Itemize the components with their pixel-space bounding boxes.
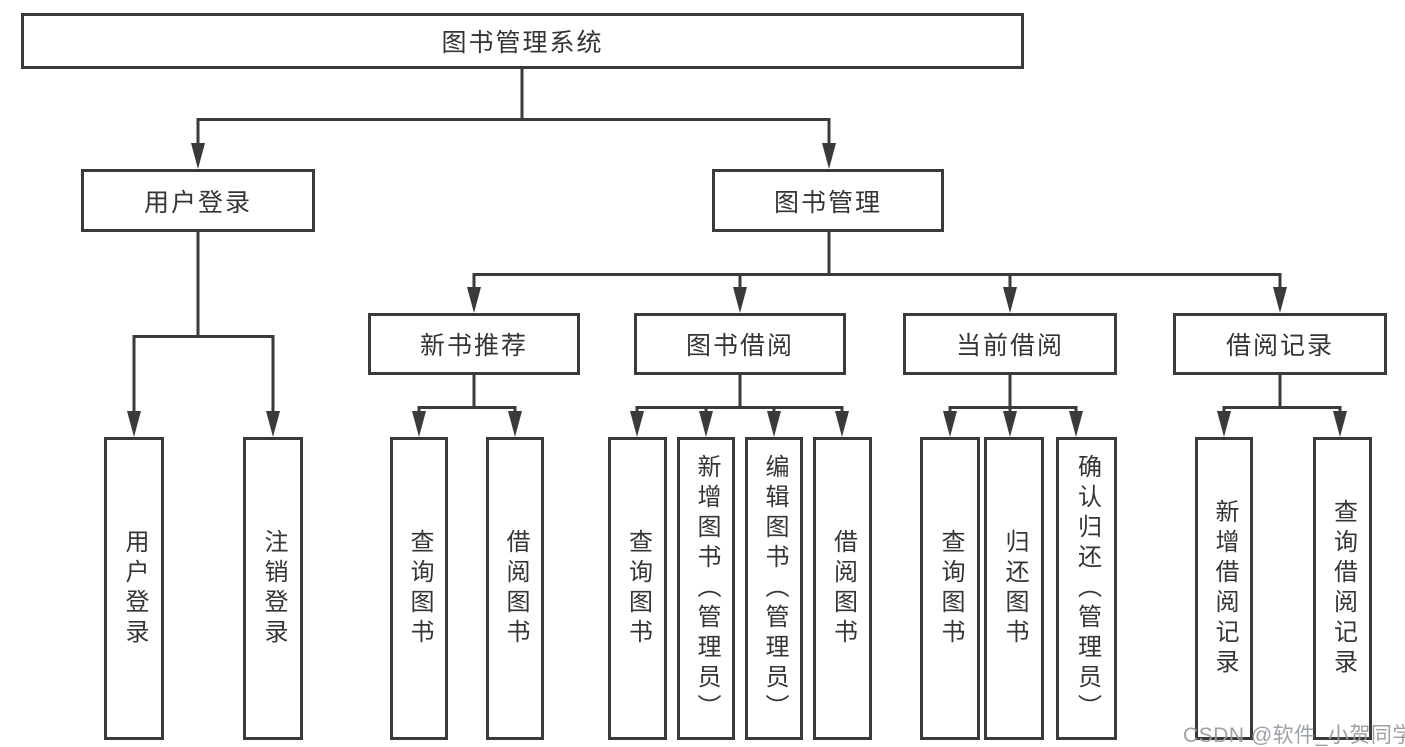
leaf-query-books-current: 查询图书 (920, 437, 980, 740)
leaf-add-books-admin: 新增图书（管理员） (677, 437, 735, 740)
leaf-return-books: 归还图书 (984, 437, 1044, 740)
node-new-book-recommendation: 新书推荐 (368, 313, 580, 375)
leaf-edit-books-admin: 编辑图书（管理员） (745, 437, 803, 740)
leaf-user-login: 用户登录 (104, 437, 164, 740)
node-user-login: 用户登录 (81, 169, 315, 232)
leaf-query-books-rec: 查询图书 (390, 437, 448, 740)
node-book-borrowing: 图书借阅 (634, 313, 846, 375)
leaf-add-borrow-record: 新增借阅记录 (1195, 437, 1253, 740)
node-root: 图书管理系统 (21, 13, 1024, 69)
leaf-confirm-return-admin: 确认归还（管理员） (1056, 437, 1117, 740)
csdn-watermark: CSDN @软件_小贺同学 (1183, 724, 1405, 747)
leaf-logout: 注销登录 (243, 437, 303, 740)
leaf-borrow-books-rec: 借阅图书 (486, 437, 544, 740)
node-book-management: 图书管理 (712, 169, 944, 232)
leaf-borrow-books: 借阅图书 (813, 437, 872, 740)
node-borrowing-records: 借阅记录 (1173, 313, 1387, 375)
leaf-query-borrow-record: 查询借阅记录 (1313, 437, 1372, 740)
leaf-query-books-borrow: 查询图书 (608, 437, 667, 740)
node-current-borrowing: 当前借阅 (903, 313, 1117, 375)
